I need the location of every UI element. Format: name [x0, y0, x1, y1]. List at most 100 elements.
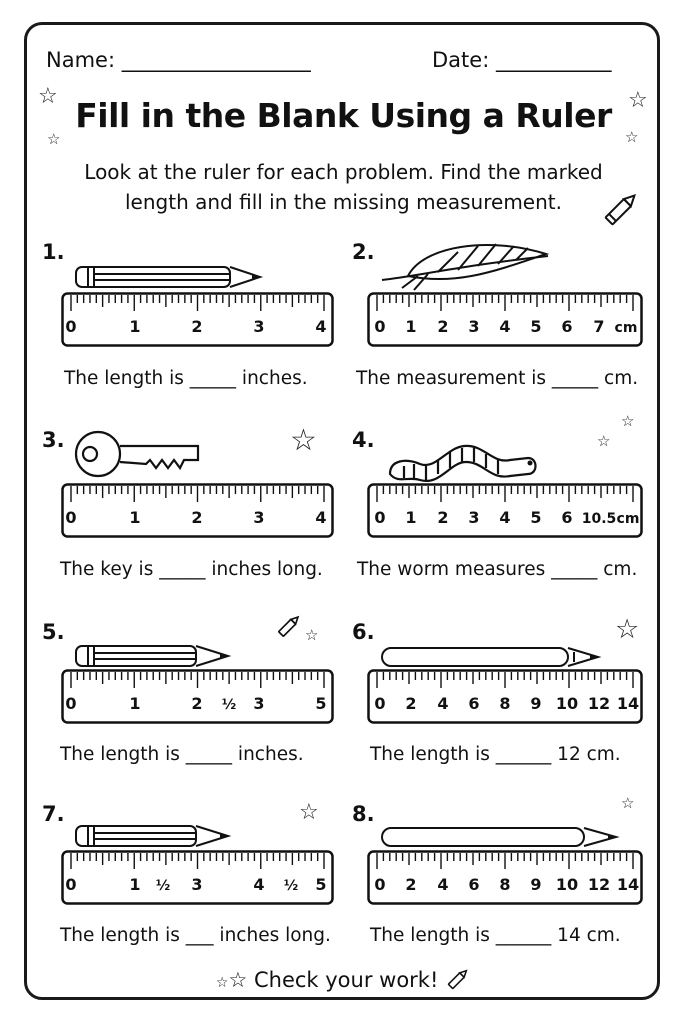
pencil-icon: [75, 825, 232, 847]
footer: ☆☆ Check your work!: [0, 966, 687, 992]
worm-icon: [388, 444, 537, 483]
ruler-label: 1: [129, 875, 140, 894]
ruler-label: 2: [191, 508, 202, 527]
feather-icon: [381, 243, 550, 291]
problem-number: 3.: [42, 428, 65, 452]
star-icon: ☆: [215, 975, 229, 991]
name-field[interactable]: Name: __________________: [46, 48, 311, 72]
problem-number: 2.: [352, 240, 375, 264]
worksheet-border: [24, 22, 660, 1000]
ruler-label: 0: [374, 694, 385, 713]
pencil-icon: [381, 827, 620, 847]
ruler-label: 14: [617, 694, 639, 713]
ruler-label: 7: [593, 317, 604, 336]
ruler-label: cm: [617, 511, 640, 527]
question-text: The measurement is _____ cm.: [356, 368, 639, 389]
ruler-label: 10: [556, 694, 578, 713]
question-text: The length is ___ inches long.: [60, 925, 331, 946]
ruler-label: 0: [65, 508, 76, 527]
ruler-label: 2: [191, 317, 202, 336]
question-text: The length is ______ 14 cm.: [370, 925, 621, 946]
question-text: The length is ______ 12 cm.: [370, 744, 621, 765]
ruler-label: 10: [556, 875, 578, 894]
problem-number: 1.: [42, 240, 65, 264]
ruler-label: 4: [437, 875, 448, 894]
problem-number: 7.: [42, 802, 65, 826]
question-text: The length is _____ inches.: [60, 744, 304, 765]
ruler-frame: [367, 292, 643, 347]
key-icon: [74, 430, 200, 478]
pencil-icon: [447, 969, 468, 990]
star-icon: ☆: [299, 800, 319, 825]
question-text: The key is _____ inches long.: [60, 559, 323, 580]
star-icon: ☆: [38, 84, 58, 109]
ruler-frame: [367, 669, 643, 724]
star-icon: ☆: [621, 412, 635, 430]
pencil-icon: [278, 615, 300, 637]
ruler-label: 4: [499, 317, 510, 336]
problem-number: 4.: [352, 428, 375, 452]
ruler-label: 6: [468, 875, 479, 894]
star-icon: ☆: [305, 626, 319, 644]
ruler-label: 12: [588, 875, 610, 894]
ruler-label: 1: [405, 508, 416, 527]
ruler-label: 1: [129, 694, 140, 713]
ruler-label: 5: [315, 875, 326, 894]
pencil-icon: [381, 647, 602, 667]
ruler-frame: [61, 292, 334, 347]
ruler-label: 4: [437, 694, 448, 713]
ruler-label: 0: [65, 875, 76, 894]
ruler-frame: [61, 850, 334, 905]
problem-number: 5.: [42, 620, 65, 644]
star-icon: ☆: [290, 423, 317, 458]
star-icon: ☆: [625, 128, 639, 146]
ruler-label: 9: [530, 875, 541, 894]
ruler-label: 0: [374, 875, 385, 894]
ruler-label: 5: [530, 508, 541, 527]
ruler-label: 3: [468, 317, 479, 336]
ruler-label: 0: [65, 694, 76, 713]
ruler-label: 3: [253, 317, 264, 336]
page-title: Fill in the Blank Using a Ruler: [75, 96, 612, 135]
ruler-label: 6: [561, 317, 572, 336]
ruler-label: 0: [374, 317, 385, 336]
ruler-label: 8: [499, 694, 510, 713]
ruler-label: 0: [65, 317, 76, 336]
ruler-label: 3: [191, 875, 202, 894]
ruler-label: 2: [405, 875, 416, 894]
ruler-frame: [61, 483, 334, 538]
ruler-frame: [61, 669, 334, 724]
ruler-label: 5: [315, 694, 326, 713]
ruler-label: ½: [222, 697, 237, 713]
star-icon: ☆: [597, 432, 611, 450]
ruler-label: ½: [284, 878, 299, 894]
ruler-label: 4: [499, 508, 510, 527]
ruler-label: 4: [315, 317, 326, 336]
ruler-label: 10.5: [582, 511, 617, 527]
ruler-frame: [367, 483, 643, 538]
problem-number: 6.: [352, 620, 375, 644]
star-icon: ☆: [228, 968, 248, 992]
ruler-label: 6: [468, 694, 479, 713]
question-text: The length is _____ inches.: [64, 368, 308, 389]
ruler-label: 3: [253, 508, 264, 527]
ruler-label: 12: [588, 694, 610, 713]
ruler-label: 0: [374, 508, 385, 527]
ruler-label: 4: [253, 875, 264, 894]
question-text: The worm measures _____ cm.: [357, 559, 638, 580]
ruler-label: 6: [561, 508, 572, 527]
ruler-label: 5: [530, 317, 541, 336]
ruler-frame: [367, 850, 643, 905]
ruler-label: 4: [315, 508, 326, 527]
date-field[interactable]: Date: ___________: [432, 48, 612, 72]
ruler-label: 2: [191, 694, 202, 713]
ruler-label: 3: [468, 508, 479, 527]
ruler-label: 8: [499, 875, 510, 894]
